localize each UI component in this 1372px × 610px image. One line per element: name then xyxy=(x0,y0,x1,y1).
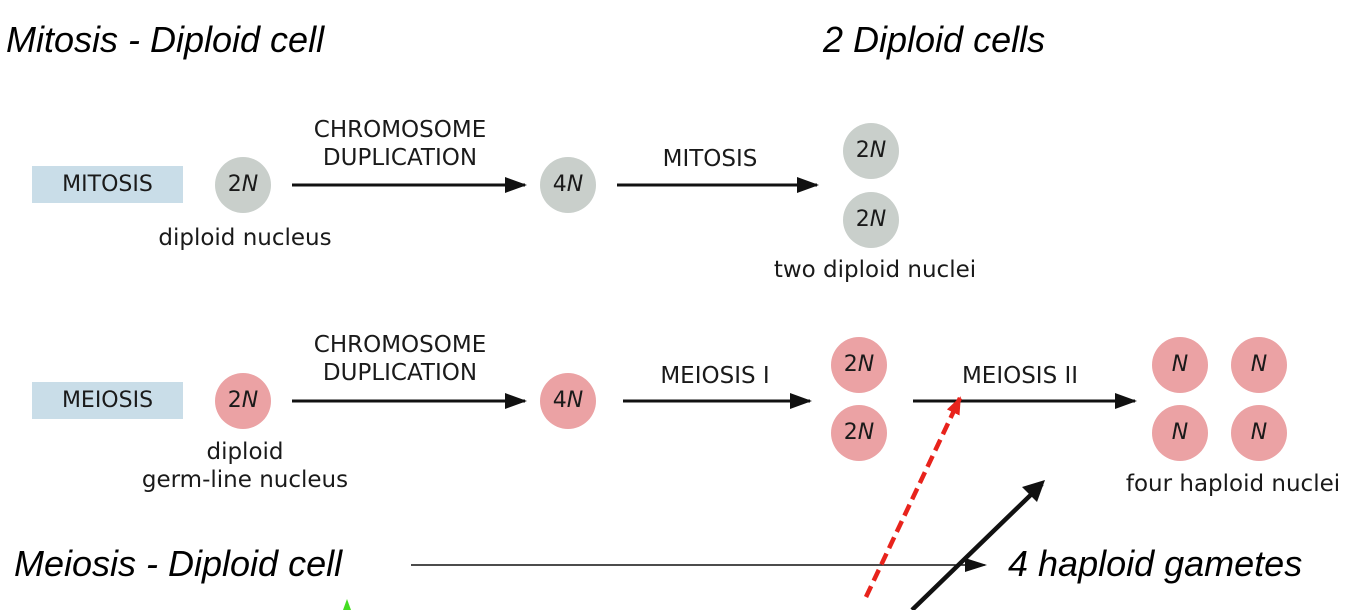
cell-ploidy-n: N xyxy=(857,420,875,445)
step-label-line: DUPLICATION xyxy=(322,145,478,172)
cell-ploidy-n: N xyxy=(1250,352,1268,377)
meiosis-haploid-cell: N xyxy=(1231,337,1287,393)
start-label-line: germ-line nucleus xyxy=(141,467,349,494)
heading-mitosis-diploid-cell: Mitosis - Diploid cell xyxy=(6,19,325,60)
cell-ploidy-n: N xyxy=(857,352,875,377)
heading-2-diploid-cells: 2 Diploid cells xyxy=(823,19,1046,60)
annotation-bold-arrowhead xyxy=(1022,480,1045,502)
meiosis-haploid-cell: N xyxy=(1152,337,1208,393)
cell-ploidy-n: N xyxy=(1171,352,1189,377)
heading-meiosis-diploid-cell: Meiosis - Diploid cell xyxy=(14,543,343,584)
mitosis-step2-label: MITOSIS xyxy=(662,146,758,172)
meiosis-label-box: MEIOSIS xyxy=(32,382,183,419)
cell-ploidy-number: 2 xyxy=(843,420,858,445)
cell-ploidy-n: N xyxy=(1250,420,1268,445)
meiosis-haploid-cell: N xyxy=(1231,405,1287,461)
mitosis-result-label: two diploid nuclei xyxy=(773,257,977,283)
cell-ploidy-n: N xyxy=(241,172,259,197)
meiosis-start-label: diploid germ-line nucleus xyxy=(120,438,370,494)
step-label-line: DUPLICATION xyxy=(322,360,478,387)
cell-ploidy-n: N xyxy=(869,207,887,232)
cell-ploidy-number: 2 xyxy=(227,172,242,197)
annotation-red-dashed-arrow xyxy=(863,396,963,598)
cell-ploidy-n: N xyxy=(566,172,584,197)
heading-4-haploid-gametes: 4 haploid gametes xyxy=(1008,543,1303,584)
annotation-bold-arrow xyxy=(910,482,1044,610)
cell-ploidy-n: N xyxy=(869,138,887,163)
cell-ploidy-number: 4 xyxy=(552,388,567,413)
cell-ploidy-n: N xyxy=(241,388,259,413)
cell-ploidy-number: 4 xyxy=(552,172,567,197)
step-label-line: CHROMOSOME xyxy=(313,117,487,143)
cell-ploidy-number: 2 xyxy=(855,138,870,163)
mitosis-label-box: MITOSIS xyxy=(32,166,183,203)
step-label-line: CHROMOSOME xyxy=(313,332,487,358)
cell-ploidy-number: 2 xyxy=(227,388,242,413)
meiosis-haploid-cell: N xyxy=(1152,405,1208,461)
cell-ploidy-n: N xyxy=(1171,420,1189,445)
cell-ploidy-n: N xyxy=(566,388,584,413)
meiosis-step2-label: MEIOSIS I xyxy=(660,363,770,389)
cell-ploidy-number: 2 xyxy=(843,352,858,377)
meiosis-step3-label: MEIOSIS II xyxy=(961,363,1079,389)
cell-ploidy-number: 2 xyxy=(855,207,870,232)
start-label-line: diploid xyxy=(206,439,284,465)
mitosis-step1-label: CHROMOSOME DUPLICATION xyxy=(280,116,520,172)
mitosis-start-label: diploid nucleus xyxy=(158,225,332,251)
green-cursor-icon xyxy=(343,599,351,610)
meiosis-result-label: four haploid nuclei xyxy=(1125,471,1341,497)
meiosis-step1-label: CHROMOSOME DUPLICATION xyxy=(280,331,520,387)
